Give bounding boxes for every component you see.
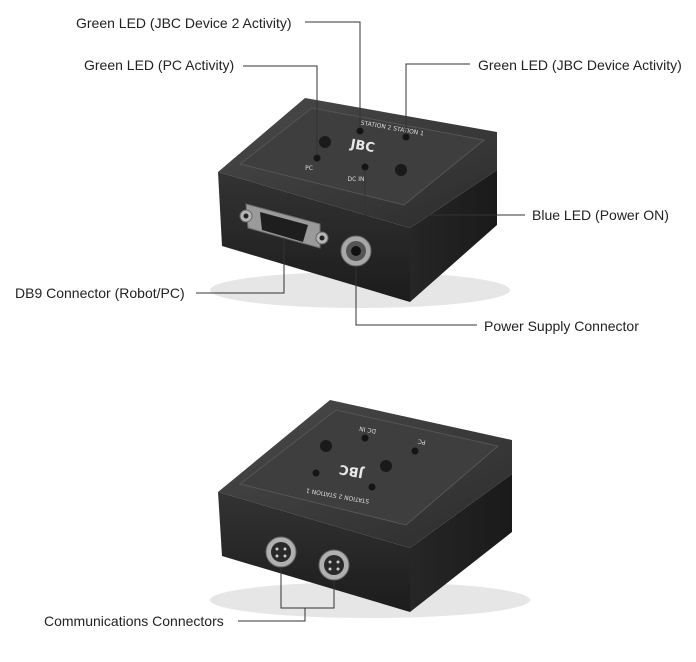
device-top-led-jbc1	[402, 133, 410, 141]
leader-db9	[196, 238, 285, 294]
db9-connector	[239, 203, 329, 249]
leader-green-led-pc	[243, 65, 318, 155]
device-top-shadow	[210, 272, 510, 308]
callout-green-led-jbc1: Green LED (JBC Device Activity)	[478, 57, 682, 73]
device-bottom-pc-label: PC	[417, 437, 426, 445]
callout-green-led-jbc2: Green LED (JBC Device 2 Activity)	[76, 15, 292, 31]
device-top-led-pc	[313, 154, 321, 162]
device-top-led-blue	[361, 163, 369, 171]
device-bottom-screw-left	[320, 440, 332, 452]
comm-connector-2	[318, 549, 350, 581]
device-top-pc-label: PC	[305, 165, 313, 172]
leader-comm-connectors	[238, 608, 306, 622]
callout-db9: DB9 Connector (Robot/PC)	[15, 285, 185, 301]
device-bottom-front-face	[218, 492, 410, 612]
callout-power-connector: Power Supply Connector	[484, 318, 639, 334]
leader-comm-bracket	[280, 567, 335, 609]
power-connector	[340, 235, 372, 267]
leader-lines	[196, 21, 525, 622]
callout-comm-connectors: Communications Connectors	[44, 613, 224, 629]
device-top-screw-left	[319, 136, 331, 148]
device-bottom-screw-right	[380, 460, 392, 472]
device-bottom-led-jbc1	[312, 469, 320, 477]
callout-blue-led: Blue LED (Power ON)	[532, 207, 669, 223]
leader-power-connector	[355, 266, 477, 326]
device-top-led-jbc2	[356, 127, 364, 135]
callout-green-led-pc: Green LED (PC Activity)	[84, 57, 235, 73]
device-bottom-logo: JBC	[338, 461, 366, 480]
device-top-dcin-label: DC IN	[348, 176, 365, 183]
device-bottom-panel	[238, 409, 500, 526]
device-bottom-led-blue	[361, 434, 369, 442]
leader-green-led-jbc1	[405, 63, 470, 134]
leader-blue-led	[364, 170, 525, 216]
device-top: STATION 2 STATION 1 JBC PC DC IN	[210, 98, 510, 308]
device-top-screw-right	[395, 164, 407, 176]
comm-connector-1	[265, 536, 297, 568]
device-top-logo: JBC	[348, 137, 376, 156]
leader-green-led-jbc2	[305, 21, 361, 128]
device-bottom-right-face	[410, 474, 512, 612]
device-bottom-led-pc	[411, 447, 419, 455]
device-bottom-led-jbc2	[368, 483, 376, 491]
device-top-panel	[238, 107, 486, 206]
device-top-right-face	[410, 170, 497, 302]
device-bottom-dcin-label: DC IN	[359, 425, 377, 435]
device-bottom: STATION 2 STATION 1 JBC PC DC IN	[210, 400, 530, 618]
